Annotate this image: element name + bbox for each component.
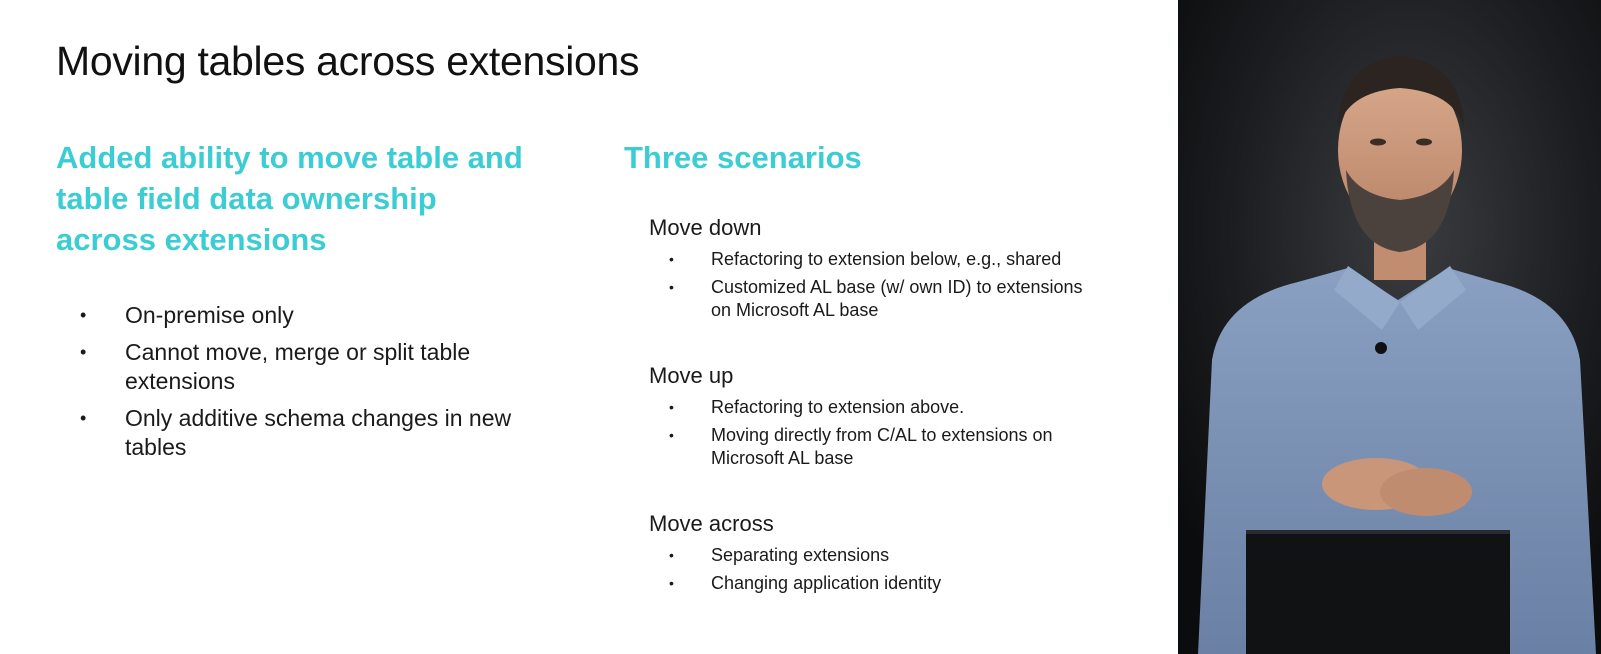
bullet-icon: •	[669, 399, 674, 415]
left-bullet-item: • Only additive schema changes in new ta…	[56, 404, 576, 462]
bullet-icon: •	[669, 279, 674, 295]
scenario-item-text: Customized AL base (w/ own ID) to extens…	[711, 277, 1083, 297]
scenario-item-text: Changing application identity	[711, 573, 942, 593]
bullet-icon: •	[669, 547, 674, 563]
left-bullet-item: • On-premise only	[56, 301, 576, 330]
scenario-title: Move down	[649, 215, 762, 240]
scenario-item: • Refactoring to extension below, e.g., …	[649, 248, 1149, 271]
bullet-icon: •	[669, 251, 674, 267]
scenario-item: • Changing application identity	[649, 572, 1149, 595]
scenario-move-up: Move up • Refactoring to extension above…	[649, 362, 1149, 475]
presenter-video	[1178, 0, 1601, 654]
bullet-icon: •	[669, 575, 674, 591]
left-heading: Added ability to move table and table fi…	[56, 137, 576, 260]
bullet-text: Only additive schema changes in new	[125, 405, 512, 431]
right-column: Three scenarios Move down • Refactoring …	[624, 137, 1144, 593]
scenario-title: Move across	[649, 511, 774, 536]
scenario-item: • Customized AL base (w/ own ID) to exte…	[649, 276, 1149, 322]
left-heading-line: Added ability to move table and	[56, 140, 523, 175]
slide: Moving tables across extensions Added ab…	[56, 38, 1144, 593]
scenario-item: • Moving directly from C/AL to extension…	[649, 424, 1149, 470]
scenario-item-text: Separating extensions	[711, 545, 890, 565]
left-heading-line: across extensions	[56, 222, 327, 257]
bullet-text: On-premise only	[125, 302, 294, 328]
left-bullet-item: • Cannot move, merge or split table exte…	[56, 338, 576, 396]
bullet-text: tables	[125, 434, 187, 460]
scenario-list: • Refactoring to extension above. • Movi…	[649, 396, 1149, 470]
bullet-text: extensions	[125, 368, 235, 394]
left-heading-line: table field data ownership	[56, 181, 437, 216]
scenario-item-text: Microsoft AL base	[711, 448, 854, 468]
scenario-move-down: Move down • Refactoring to extension bel…	[649, 214, 1149, 327]
scenario-item-text: on Microsoft AL base	[711, 300, 879, 320]
scenario-item-text: Moving directly from C/AL to extensions …	[711, 425, 1053, 445]
presenter-icon	[1178, 0, 1601, 654]
bullet-icon: •	[80, 408, 87, 428]
scenario-list: • Refactoring to extension below, e.g., …	[649, 248, 1149, 322]
scenario-item: • Refactoring to extension above.	[649, 396, 1149, 419]
slide-title: Moving tables across extensions	[56, 38, 640, 84]
bullet-icon: •	[80, 342, 87, 362]
bullet-text: Cannot move, merge or split table	[125, 339, 471, 365]
bullet-icon: •	[669, 427, 674, 443]
scenario-list: • Separating extensions • Changing appli…	[649, 544, 1149, 595]
bullet-icon: •	[80, 305, 87, 325]
scenario-item: • Separating extensions	[649, 544, 1149, 567]
scenario-move-across: Move across • Separating extensions • Ch…	[649, 510, 1149, 600]
scenario-title: Move up	[649, 363, 734, 388]
left-column: Added ability to move table and table fi…	[56, 137, 576, 460]
left-bullet-list: • On-premise only • Cannot move, merge o…	[56, 301, 576, 470]
right-heading: Three scenarios	[624, 140, 862, 175]
scenario-item-text: Refactoring to extension above.	[711, 397, 965, 417]
scenario-item-text: Refactoring to extension below, e.g., sh…	[711, 249, 1062, 269]
